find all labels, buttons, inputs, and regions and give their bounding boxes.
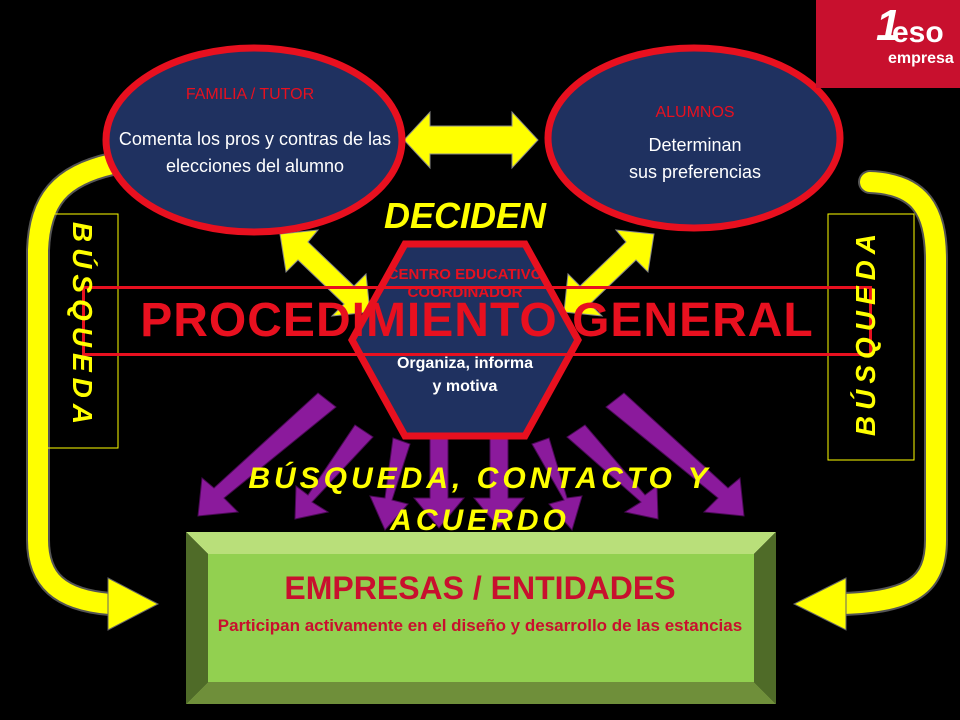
box-face [208,554,754,682]
double-arrow-top [403,110,539,170]
centro-body: Organiza, informa y motiva [370,352,560,398]
alumnos-heading: ALUMNOS [655,104,735,121]
familia-body: Comenta los pros y contras de las elecci… [118,129,392,176]
arrowhead-left [107,577,160,631]
empresas-title: EMPRESAS / ENTIDADES [284,570,676,606]
logo-brand: eso [892,16,944,49]
box-bevel-left [186,532,208,704]
logo-mark: 1 [876,1,901,50]
alumnos-body: Determinan sus preferencias [560,132,830,186]
purple-arrow-4 [412,437,466,529]
logo-sub: empresa [888,50,954,67]
alumnos-body-line1: Determinan [648,135,742,155]
alumnos-ellipse [544,44,844,232]
banner-title: PROCEDIMIENTO GENERAL [140,294,814,347]
familia-ellipse [102,44,406,236]
label-frame-left [41,213,119,449]
label-frame-right [827,213,915,461]
purple-arrow-8 [605,392,745,517]
box-bevel-bottom [186,682,776,704]
purple-arrow-2 [294,424,374,520]
purple-arrow-7 [566,424,659,520]
centro-hexagon [348,240,582,440]
vertical-label-right: BÚSQUEDA [850,227,881,437]
search-contact-agreement-label: BÚSQUEDA, CONTACTO Y ACUERDO [248,462,712,537]
centro-body-line2: y motiva [432,378,498,395]
banner-frame [82,286,872,356]
purple-arrow-1 [197,392,337,517]
centro-body-line1: Organiza, informa [396,355,534,372]
empresas-body: Participan activamente en el diseño y de… [217,616,743,635]
decide-label: DECIDEN [383,195,547,236]
logo: 1 eso empresa [816,0,960,88]
arrowhead-right [792,577,847,631]
purple-arrow-6 [531,437,583,532]
vertical-label-left: BÚSQUEDA [67,221,98,431]
alumnos-body-line2: sus preferencias [628,162,762,182]
box-bevel-top [186,532,776,554]
purple-arrow-5 [472,437,526,529]
purple-arrow-3 [369,437,411,531]
box-bevel-right [754,532,776,704]
familia-heading: FAMILIA / TUTOR [185,86,315,103]
